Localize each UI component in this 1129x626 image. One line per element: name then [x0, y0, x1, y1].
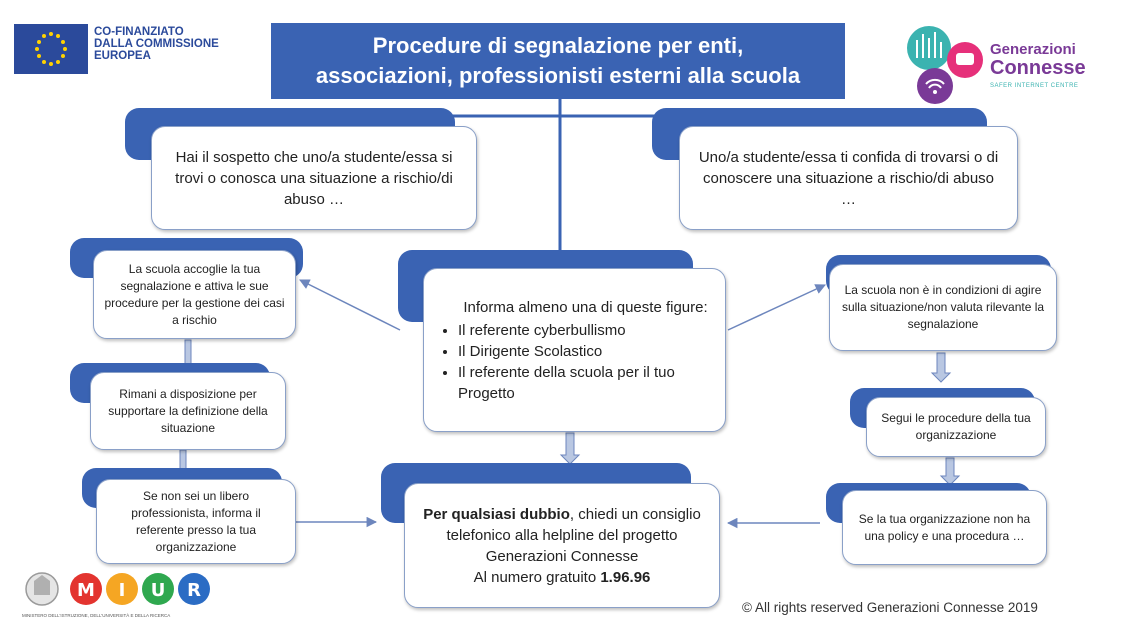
helpline-text: , chiedi un consiglio telefonico alla he… — [446, 505, 701, 565]
box-school-cannot-act: La scuola non è in condizioni di agire s… — [829, 264, 1057, 351]
box-school-accepts-text: La scuola accoglie la tua segnalazione e… — [104, 261, 285, 327]
eu-cofinanced-text: CO-FINANZIATO DALLA COMMISSIONE EUROPEA — [94, 26, 219, 62]
box-follow-procedures-text: Segui le procedure della tua organizzazi… — [881, 411, 1031, 442]
figures-list-item: Il referente cyberbullismo — [458, 320, 711, 341]
eu-flag-icon — [14, 24, 88, 74]
box-inform-intro: Informa almeno una di queste figure: — [463, 298, 708, 316]
miur-letter: R — [187, 580, 201, 601]
helpline-number-prefix: Al numero gratuito — [473, 568, 601, 586]
box-not-freelance: Se non sei un libero professionista, inf… — [96, 479, 296, 564]
box-follow-procedures: Segui le procedure della tua organizzazi… — [866, 397, 1046, 457]
box-school-cannot-act-text: La scuola non è in condizioni di agire s… — [841, 283, 1045, 331]
gc-line-2: Connesse — [990, 57, 1086, 79]
generazioni-connesse-logo-icon — [907, 26, 983, 104]
miur-logo-icon: M I U R — [25, 572, 210, 606]
box-school-accepts: La scuola accoglie la tua segnalazione e… — [93, 250, 296, 339]
box-no-policy: Se la tua organizzazione non ha una poli… — [842, 490, 1047, 565]
figures-list-item: Il referente della scuola per il tuo Pro… — [458, 362, 711, 404]
arrow-center-down — [559, 432, 581, 465]
gc-line-3: SAFER INTERNET CENTRE — [990, 83, 1079, 89]
box-remain-available-text: Rimani a disposizione per supportare la … — [108, 386, 268, 435]
miur-letter: I — [119, 580, 126, 601]
miur-letter: U — [151, 580, 166, 601]
eu-text-line-3: EUROPEA — [94, 50, 151, 62]
box-no-policy-text: Se la tua organizzazione non ha una poli… — [858, 511, 1031, 543]
copyright-footer: © All rights reserved Generazioni Connes… — [742, 600, 1038, 615]
arrow-center-right — [727, 284, 826, 331]
title-line-1: Procedure di segnalazione per enti, — [372, 33, 744, 58]
box-not-freelance-text: Se non sei un libero professionista, inf… — [131, 488, 261, 554]
title-line-2: associazioni, professionisti esterni all… — [315, 63, 801, 88]
box-helpline: Per qualsiasi dubbio, chiedi un consigli… — [404, 483, 720, 608]
arrow-center-left — [299, 279, 401, 331]
box-suspicion-text: Hai il sospetto che uno/a studente/essa … — [175, 148, 453, 208]
box-confide-text: Uno/a studente/essa ti confida di trovar… — [698, 148, 999, 208]
box-confide: Uno/a studente/essa ti confida di trovar… — [679, 126, 1018, 230]
page-title: Procedure di segnalazione per enti, asso… — [271, 23, 845, 99]
arrow-right-down-1 — [930, 352, 952, 383]
box-remain-available: Rimani a disposizione per supportare la … — [90, 372, 286, 450]
tree-connector — [438, 98, 694, 250]
box-suspicion: Hai il sospetto che uno/a studente/essa … — [151, 126, 477, 230]
arrow-right-down-2 — [939, 457, 961, 486]
figures-list-item: Il Dirigente Scolastico — [458, 341, 711, 362]
miur-letter: M — [77, 580, 95, 601]
miur-subtitle: MINISTERO DELL'ISTRUZIONE, DELL'UNIVERSI… — [22, 613, 171, 618]
helpline-lead: Per qualsiasi dubbio — [423, 505, 570, 523]
box-inform-figures: Informa almeno una di queste figure: Il … — [423, 268, 726, 432]
gc-line-1: Generazioni — [990, 41, 1076, 58]
figures-list: Il referente cyberbullismo Il Dirigente … — [440, 320, 711, 404]
generazioni-connesse-wordmark: Generazioni Connesse SAFER INTERNET CENT… — [990, 42, 1086, 94]
eu-text-line-2: DALLA COMMISSIONE — [94, 38, 219, 50]
helpline-number: 1.96.96 — [600, 568, 651, 586]
eu-text-line-1: CO-FINANZIATO — [94, 26, 184, 38]
